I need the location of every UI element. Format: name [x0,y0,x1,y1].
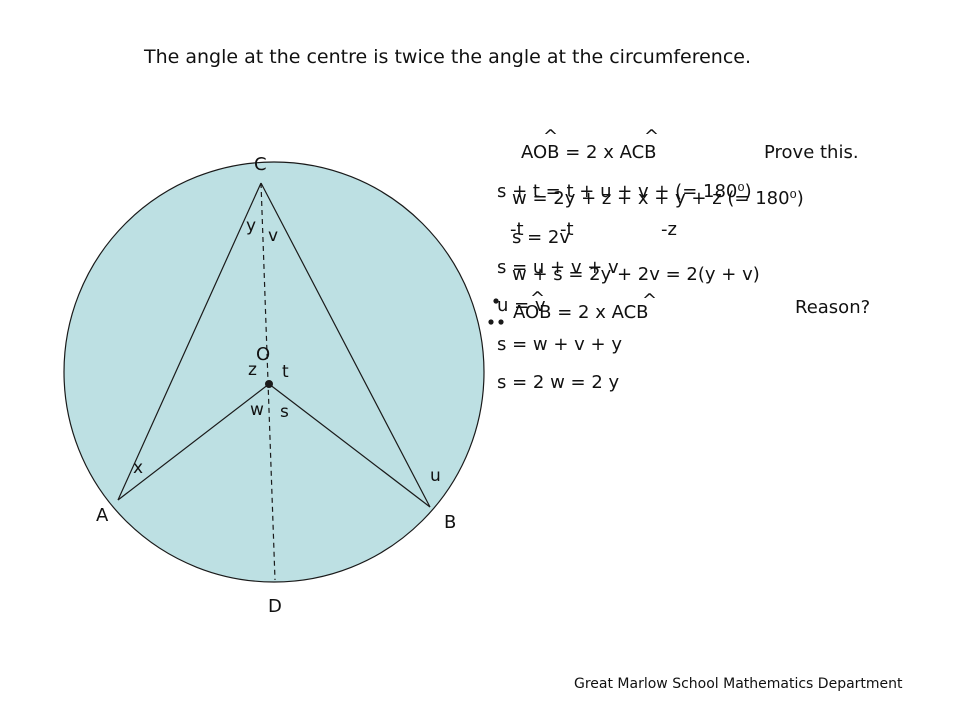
angle-label-w: w [250,400,264,420]
proof-line-1b: w = 2y + z + x + y + z (= 180⁰) [512,188,804,209]
proof-subtract-t-1: -t [510,219,524,240]
slide-title: The angle at the centre is twice the ang… [144,46,752,68]
therefore-dot-left [488,319,494,325]
angle-label-s: s [280,402,289,422]
point-label-b: B [444,512,457,533]
centre-point [265,380,273,388]
proof-line-3: s = u + v + v [497,257,619,278]
proof-statement: AOB = 2 x ACB [521,142,657,163]
hat-acb-2: ^ [642,290,658,311]
proof-line-2d: s = 2v [512,227,571,248]
point-label-a: A [96,505,109,526]
proof-line-4b: AOB = 2 x ACB [513,302,649,323]
therefore-dot-right [498,319,504,325]
department-credit: Great Marlow School Mathematics Departme… [574,676,903,692]
proof-line-1: s + t = t + u + v + (= 180⁰) [497,181,752,202]
therefore-dot-top [493,298,499,304]
proof-subtract-z: -z [661,219,677,240]
angle-label-t: t [282,362,289,382]
proof-subtract-t-2: -t [560,219,574,240]
radius-o-a [117,383,270,501]
angle-label-x: x [133,458,144,478]
point-label-d: D [268,596,282,617]
proof-line-6: s = 2 w = 2 y [497,372,620,393]
angle-label-z: z [248,360,257,380]
angle-label-v: v [268,226,279,246]
point-label-o: O [256,344,271,365]
chord-c-a [117,182,262,501]
circle [63,161,485,583]
reason-prompt: Reason? [795,297,871,318]
angle-label-u: u [430,466,441,486]
angle-label-y: y [246,216,257,236]
proof-line-5: s = w + v + y [497,334,622,355]
proof-line-3b: w + s = 2y + 2v = 2(y + v) [512,264,760,285]
chord-c-b [260,182,431,508]
hat-aob: ^ [543,126,559,147]
hat-acb: ^ [644,126,660,147]
point-label-c: C [254,154,267,175]
proof-line-4: u = v [497,295,546,316]
hat-aob-2: ^ [530,288,546,309]
prove-prompt: Prove this. [764,142,859,163]
radius-o-b [268,383,431,508]
